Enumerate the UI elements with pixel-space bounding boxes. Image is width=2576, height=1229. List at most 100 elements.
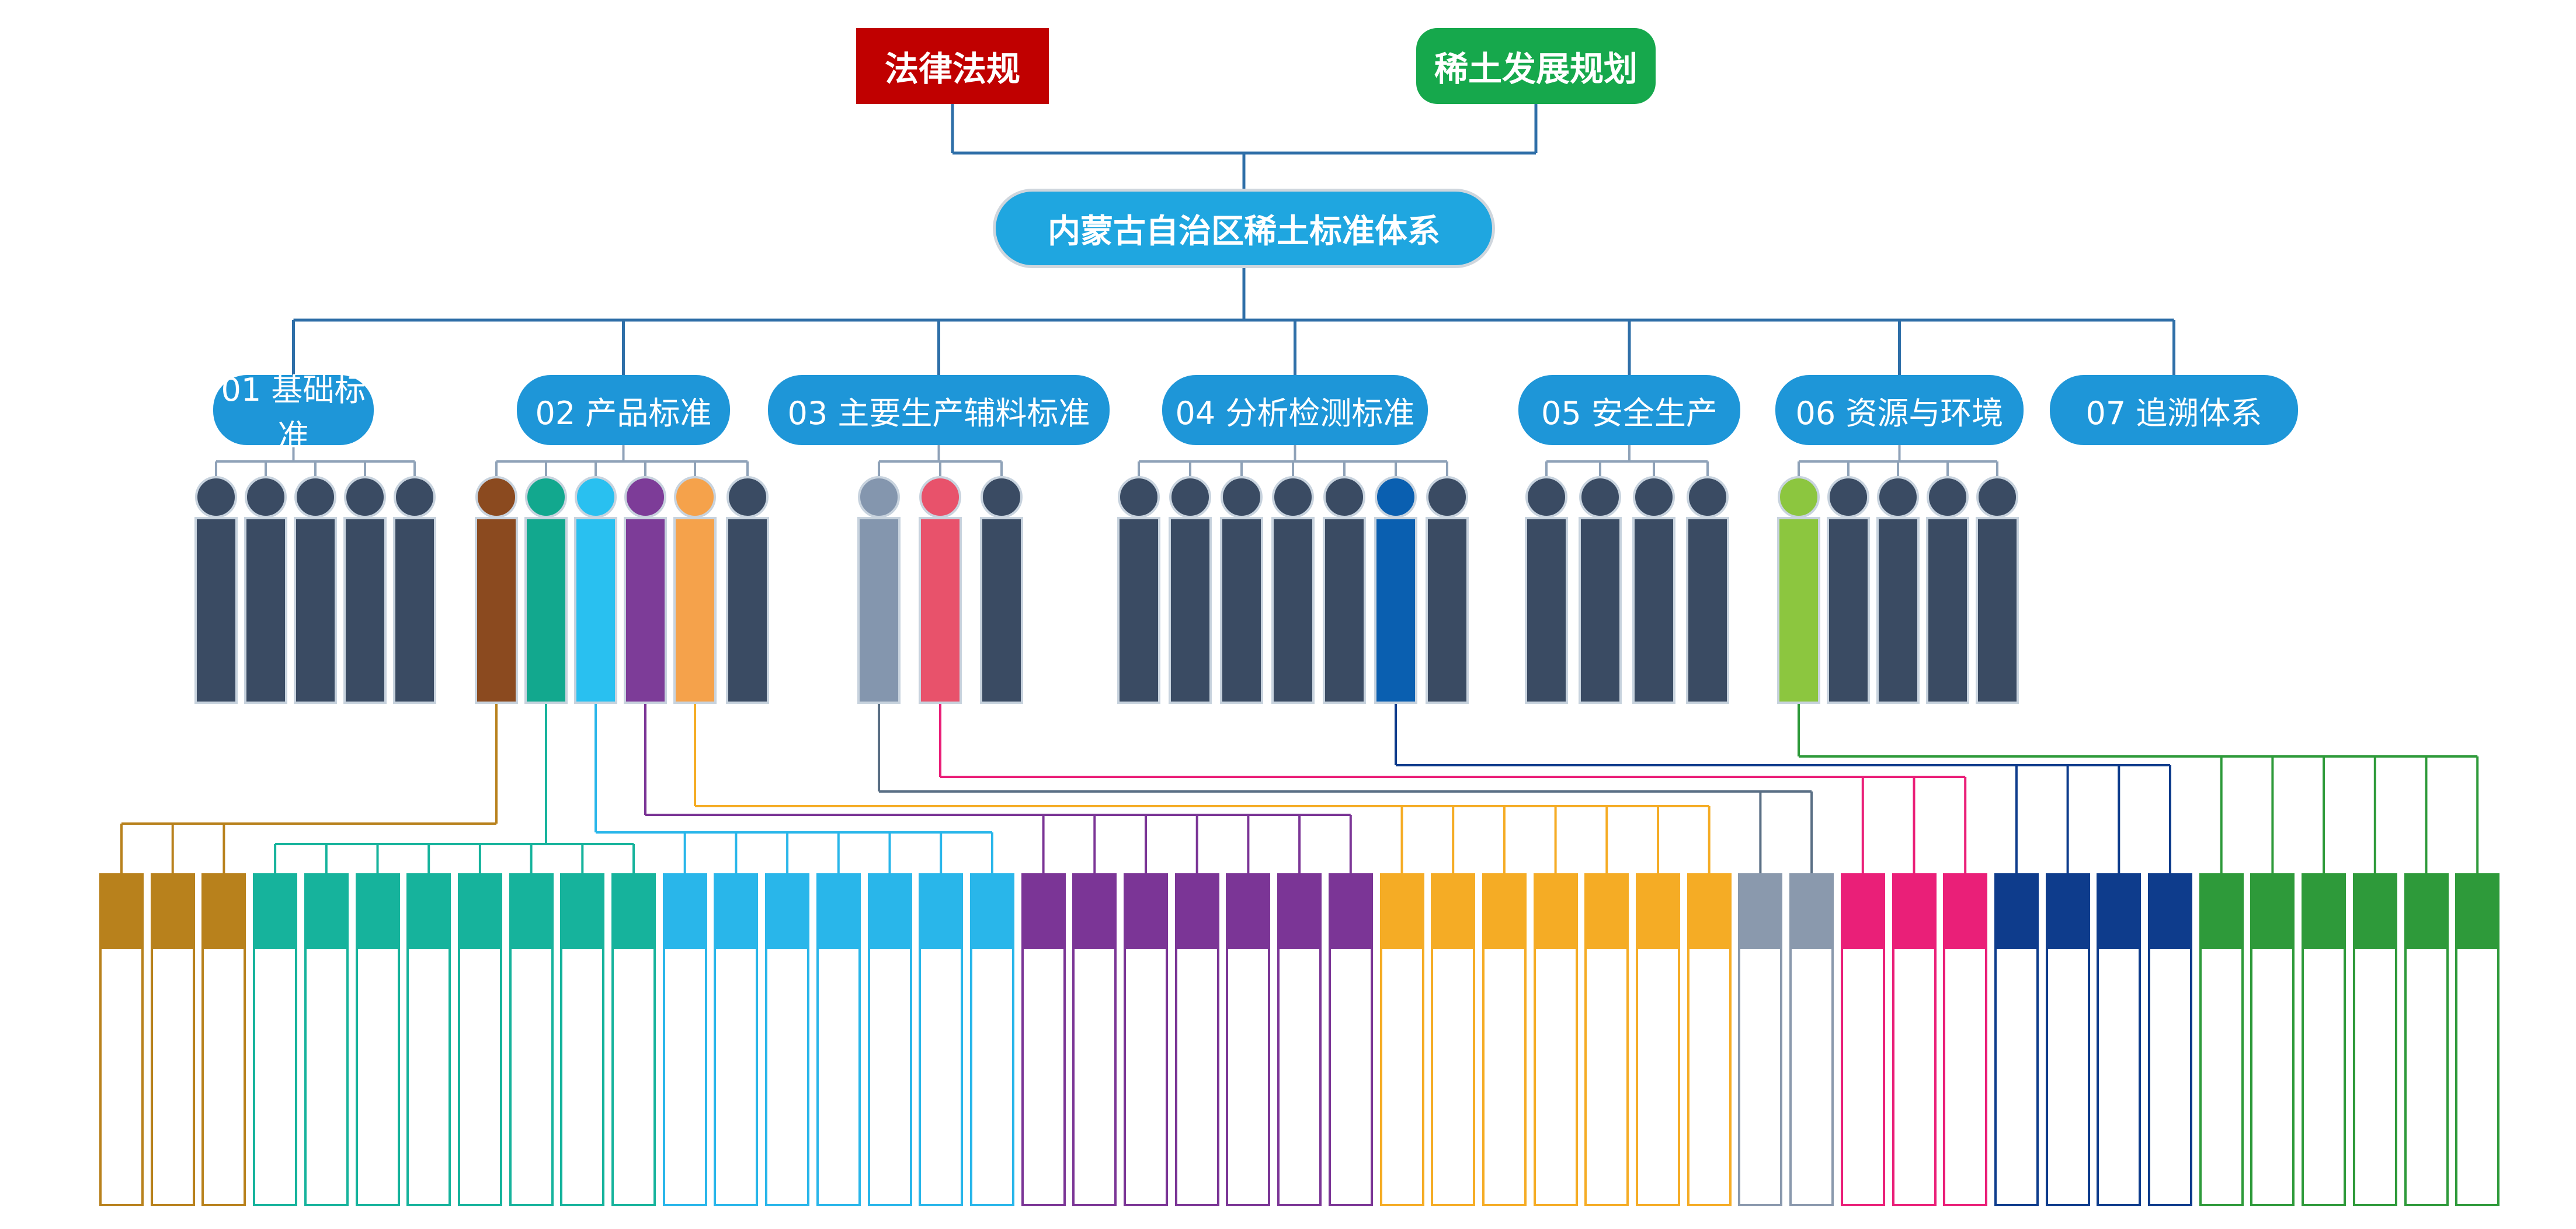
level3-code xyxy=(2097,873,2142,949)
level3-box xyxy=(1431,949,1476,1206)
level3-code xyxy=(1277,873,1322,949)
level3-code xyxy=(1124,873,1168,949)
level3-code xyxy=(150,873,195,949)
level3-code xyxy=(816,873,861,949)
level2-code xyxy=(1272,476,1314,518)
level3-code xyxy=(867,873,912,949)
level2-code xyxy=(1927,476,1969,518)
level2-box xyxy=(1876,517,1920,704)
level2-code xyxy=(1221,476,1263,518)
level3-code xyxy=(1379,873,1424,949)
level3-box xyxy=(2455,949,2500,1206)
level2-box xyxy=(475,517,518,704)
level2-box xyxy=(393,517,436,704)
level3-box xyxy=(1124,949,1168,1206)
level2-box xyxy=(980,517,1023,704)
level3-code xyxy=(1789,873,1834,949)
level3-box xyxy=(509,949,554,1206)
level3-box xyxy=(867,949,912,1206)
level3-box xyxy=(2097,949,2142,1206)
level2-box xyxy=(1579,517,1622,704)
level3-box xyxy=(1021,949,1066,1206)
level3-code xyxy=(1226,873,1271,949)
level3-box xyxy=(919,949,964,1206)
level2-code xyxy=(1976,476,2018,518)
level3-box xyxy=(2250,949,2295,1206)
level3-code xyxy=(1021,873,1066,949)
level3-code xyxy=(2045,873,2090,949)
level2-code xyxy=(1579,476,1621,518)
level3-code xyxy=(2250,873,2295,949)
level3-code xyxy=(2302,873,2346,949)
level3-code xyxy=(1328,873,1373,949)
level3-box xyxy=(1174,949,1219,1206)
level3-box xyxy=(1943,949,1988,1206)
level3-code xyxy=(1174,873,1219,949)
level2-box xyxy=(673,517,717,704)
level3-box xyxy=(1072,949,1117,1206)
level2-box xyxy=(574,517,617,704)
level2-code xyxy=(195,476,237,518)
level3-code xyxy=(406,873,451,949)
level3-code xyxy=(1072,873,1117,949)
level3-code xyxy=(1943,873,1988,949)
level3-box xyxy=(1226,949,1271,1206)
level2-code xyxy=(1687,476,1729,518)
level2-code xyxy=(858,476,900,518)
level3-code xyxy=(1738,873,1783,949)
level3-code xyxy=(253,873,298,949)
level3-box xyxy=(1738,949,1783,1206)
level2-code xyxy=(294,476,336,518)
level3-box xyxy=(1584,949,1629,1206)
level2-box xyxy=(1117,517,1160,704)
plan-box: 稀土发展规划 xyxy=(1416,28,1656,104)
level2-code xyxy=(525,476,567,518)
level3-code xyxy=(2455,873,2500,949)
level2-code xyxy=(981,476,1023,518)
level3-code xyxy=(201,873,246,949)
level2-box xyxy=(1374,517,1417,704)
level2-box xyxy=(1525,517,1568,704)
category-pill-07: 07 追溯体系 xyxy=(2050,375,2298,445)
category-pill-01: 01 基础标准 xyxy=(213,372,374,454)
level2-box xyxy=(1220,517,1263,704)
level2-code xyxy=(1525,476,1567,518)
level3-box xyxy=(201,949,246,1206)
level2-box xyxy=(194,517,238,704)
level3-box xyxy=(662,949,707,1206)
level3-box xyxy=(99,949,144,1206)
level2-code xyxy=(1778,476,1820,518)
level3-code xyxy=(714,873,759,949)
level2-box xyxy=(1777,517,1820,704)
level2-code xyxy=(1118,476,1160,518)
level3-box xyxy=(1482,949,1527,1206)
level2-code xyxy=(919,476,961,518)
level3-code xyxy=(1636,873,1680,949)
level3-box xyxy=(150,949,195,1206)
level3-code xyxy=(355,873,400,949)
level3-box xyxy=(253,949,298,1206)
root-box: 内蒙古自治区稀土标准体系 xyxy=(993,189,1495,268)
level2-box xyxy=(1323,517,1366,704)
level2-code xyxy=(1169,476,1211,518)
level3-box xyxy=(2302,949,2346,1206)
level2-box xyxy=(343,517,387,704)
level3-box xyxy=(1840,949,1885,1206)
level3-box xyxy=(1533,949,1578,1206)
level3-code xyxy=(1994,873,2039,949)
level2-code xyxy=(245,476,287,518)
level3-code xyxy=(611,873,656,949)
level2-code xyxy=(1323,476,1365,518)
level3-code xyxy=(1840,873,1885,949)
level3-box xyxy=(1636,949,1680,1206)
level3-code xyxy=(765,873,810,949)
level3-box xyxy=(765,949,810,1206)
level2-box xyxy=(294,517,337,704)
level2-code xyxy=(1375,476,1417,518)
level3-code xyxy=(509,873,554,949)
level2-code xyxy=(1877,476,1919,518)
level2-code xyxy=(475,476,517,518)
level2-code xyxy=(624,476,666,518)
level3-code xyxy=(99,873,144,949)
